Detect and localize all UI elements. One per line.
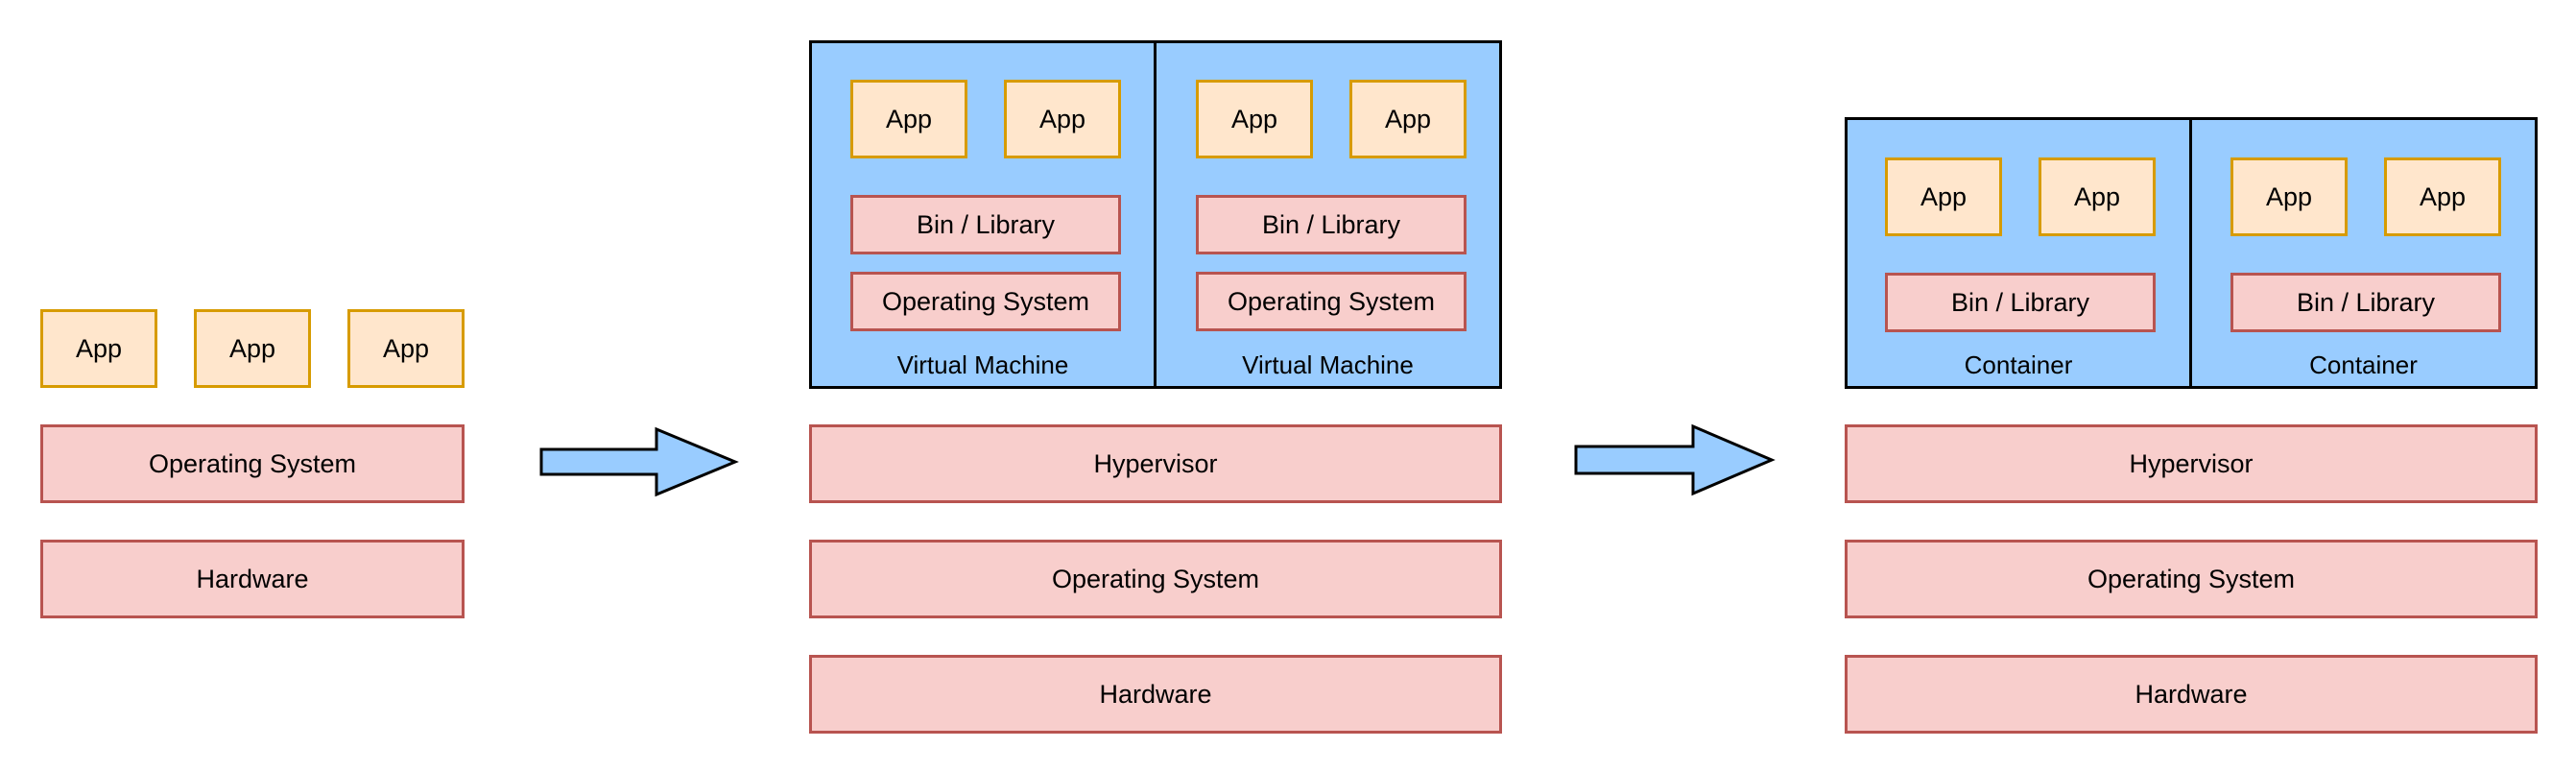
app-box: App xyxy=(2384,157,2501,236)
container: App App Bin / Library Container xyxy=(1845,117,2192,389)
operating-system-layer: Operating System xyxy=(40,424,465,503)
container-label: Container xyxy=(1964,350,2073,379)
operating-system-layer: Operating System xyxy=(1845,540,2538,618)
hardware-layer: Hardware xyxy=(1845,655,2538,734)
app-box: App xyxy=(347,309,465,388)
app-box: App xyxy=(2039,157,2156,236)
right-arrow-icon xyxy=(1574,423,1776,496)
container-label: Container xyxy=(2309,350,2418,379)
app-box: App xyxy=(40,309,157,388)
virtual-machine-label: Virtual Machine xyxy=(1242,350,1414,379)
app-box: App xyxy=(1885,157,2002,236)
virtual-machine: App App Bin / Library Operating System V… xyxy=(1154,40,1502,389)
bin-library-layer: Bin / Library xyxy=(1196,195,1467,254)
hypervisor-layer: Hypervisor xyxy=(809,424,1502,503)
container: App App Bin / Library Container xyxy=(2189,117,2538,389)
bin-library-layer: Bin / Library xyxy=(1885,273,2156,332)
virtual-machine: App App Bin / Library Operating System V… xyxy=(809,40,1157,389)
right-arrow-icon xyxy=(539,426,739,497)
app-box: App xyxy=(1196,80,1313,158)
operating-system-layer: Operating System xyxy=(809,540,1502,618)
app-box: App xyxy=(1004,80,1121,158)
bin-library-layer: Bin / Library xyxy=(850,195,1121,254)
app-box: App xyxy=(850,80,967,158)
hardware-layer: Hardware xyxy=(40,540,465,618)
virtual-machine-label: Virtual Machine xyxy=(896,350,1069,379)
app-box: App xyxy=(194,309,311,388)
guest-operating-system-layer: Operating System xyxy=(850,272,1121,331)
hardware-layer: Hardware xyxy=(809,655,1502,734)
app-box: App xyxy=(2230,157,2348,236)
guest-operating-system-layer: Operating System xyxy=(1196,272,1467,331)
hypervisor-layer: Hypervisor xyxy=(1845,424,2538,503)
app-box: App xyxy=(1349,80,1467,158)
bin-library-layer: Bin / Library xyxy=(2230,273,2501,332)
